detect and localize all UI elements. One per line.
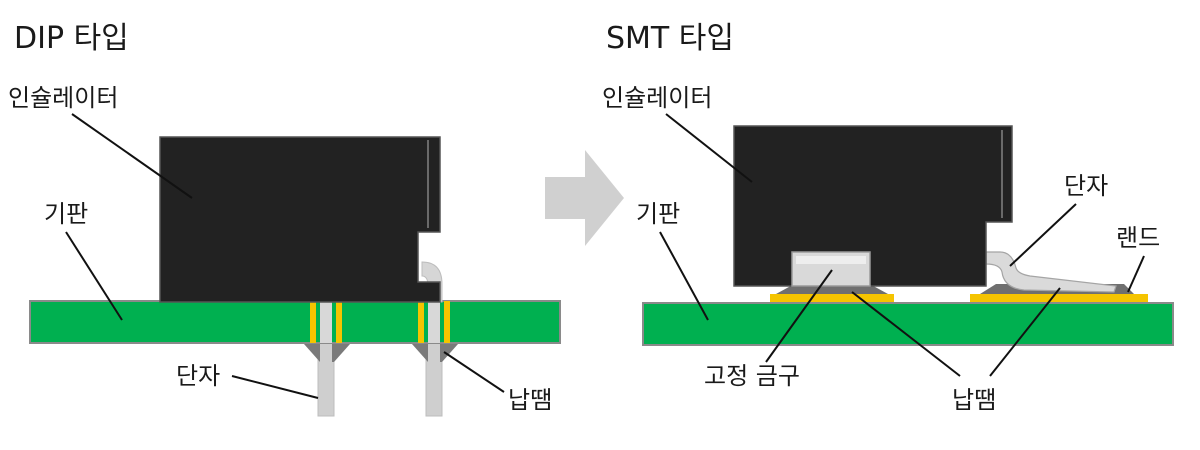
smt-insulator-label: 인슐레이터 [602,84,712,112]
smt-terminal-label: 단자 [1064,172,1108,200]
smt-solder-leader-left [851,291,961,377]
smt-board [642,302,1174,346]
dip-board [29,300,561,344]
dip-title: DIP 타입 [14,21,129,56]
dip-solder-leader [443,351,505,393]
smt-terminal-leader [1009,203,1077,267]
smt-board-leader [659,231,709,321]
smt-board-label: 기판 [636,200,680,228]
dip-pin-in-board [428,301,440,343]
dip-plating [444,301,450,343]
right-arrow-icon [545,150,624,246]
dip-plating [336,301,342,343]
dip-board-label: 기판 [44,200,88,228]
smt-fixing-bracket-leader [765,269,833,363]
dip-solder-label: 납땜 [508,386,552,414]
smt-land-label: 랜드 [1116,224,1160,252]
smt-solder-leader-right [989,287,1061,377]
dip-insulator-leader [71,113,193,199]
smt-solder-label: 납땜 [952,386,996,414]
smt-terminal [985,251,1117,293]
smt-fixing-bracket-label: 고정 금구 [704,362,800,390]
smt-insulator [733,125,1013,287]
dip-insulator [159,136,441,303]
dip-insulator-label: 인슐레이터 [8,84,118,112]
smt-land-pad-left [770,294,894,302]
dip-board-leader [65,231,123,321]
smt-panel: SMT 타입 인슐레이터 기판 단자 랜드 고정 금구 납땜 [602,21,1174,414]
dip-plating [418,301,424,343]
smt-title: SMT 타입 [606,21,734,56]
dip-terminal-leader [231,375,319,399]
dip-panel: DIP 타입 인슐레이터 기판 단자 납땜 [8,21,561,417]
dip-plating [310,301,316,343]
dip-pin-in-board [320,301,332,343]
smt-insulator-leader [665,113,753,183]
smt-land-leader [1127,255,1145,293]
dip-terminal-label: 단자 [176,362,220,390]
smt-land-pad-right [970,294,1148,302]
